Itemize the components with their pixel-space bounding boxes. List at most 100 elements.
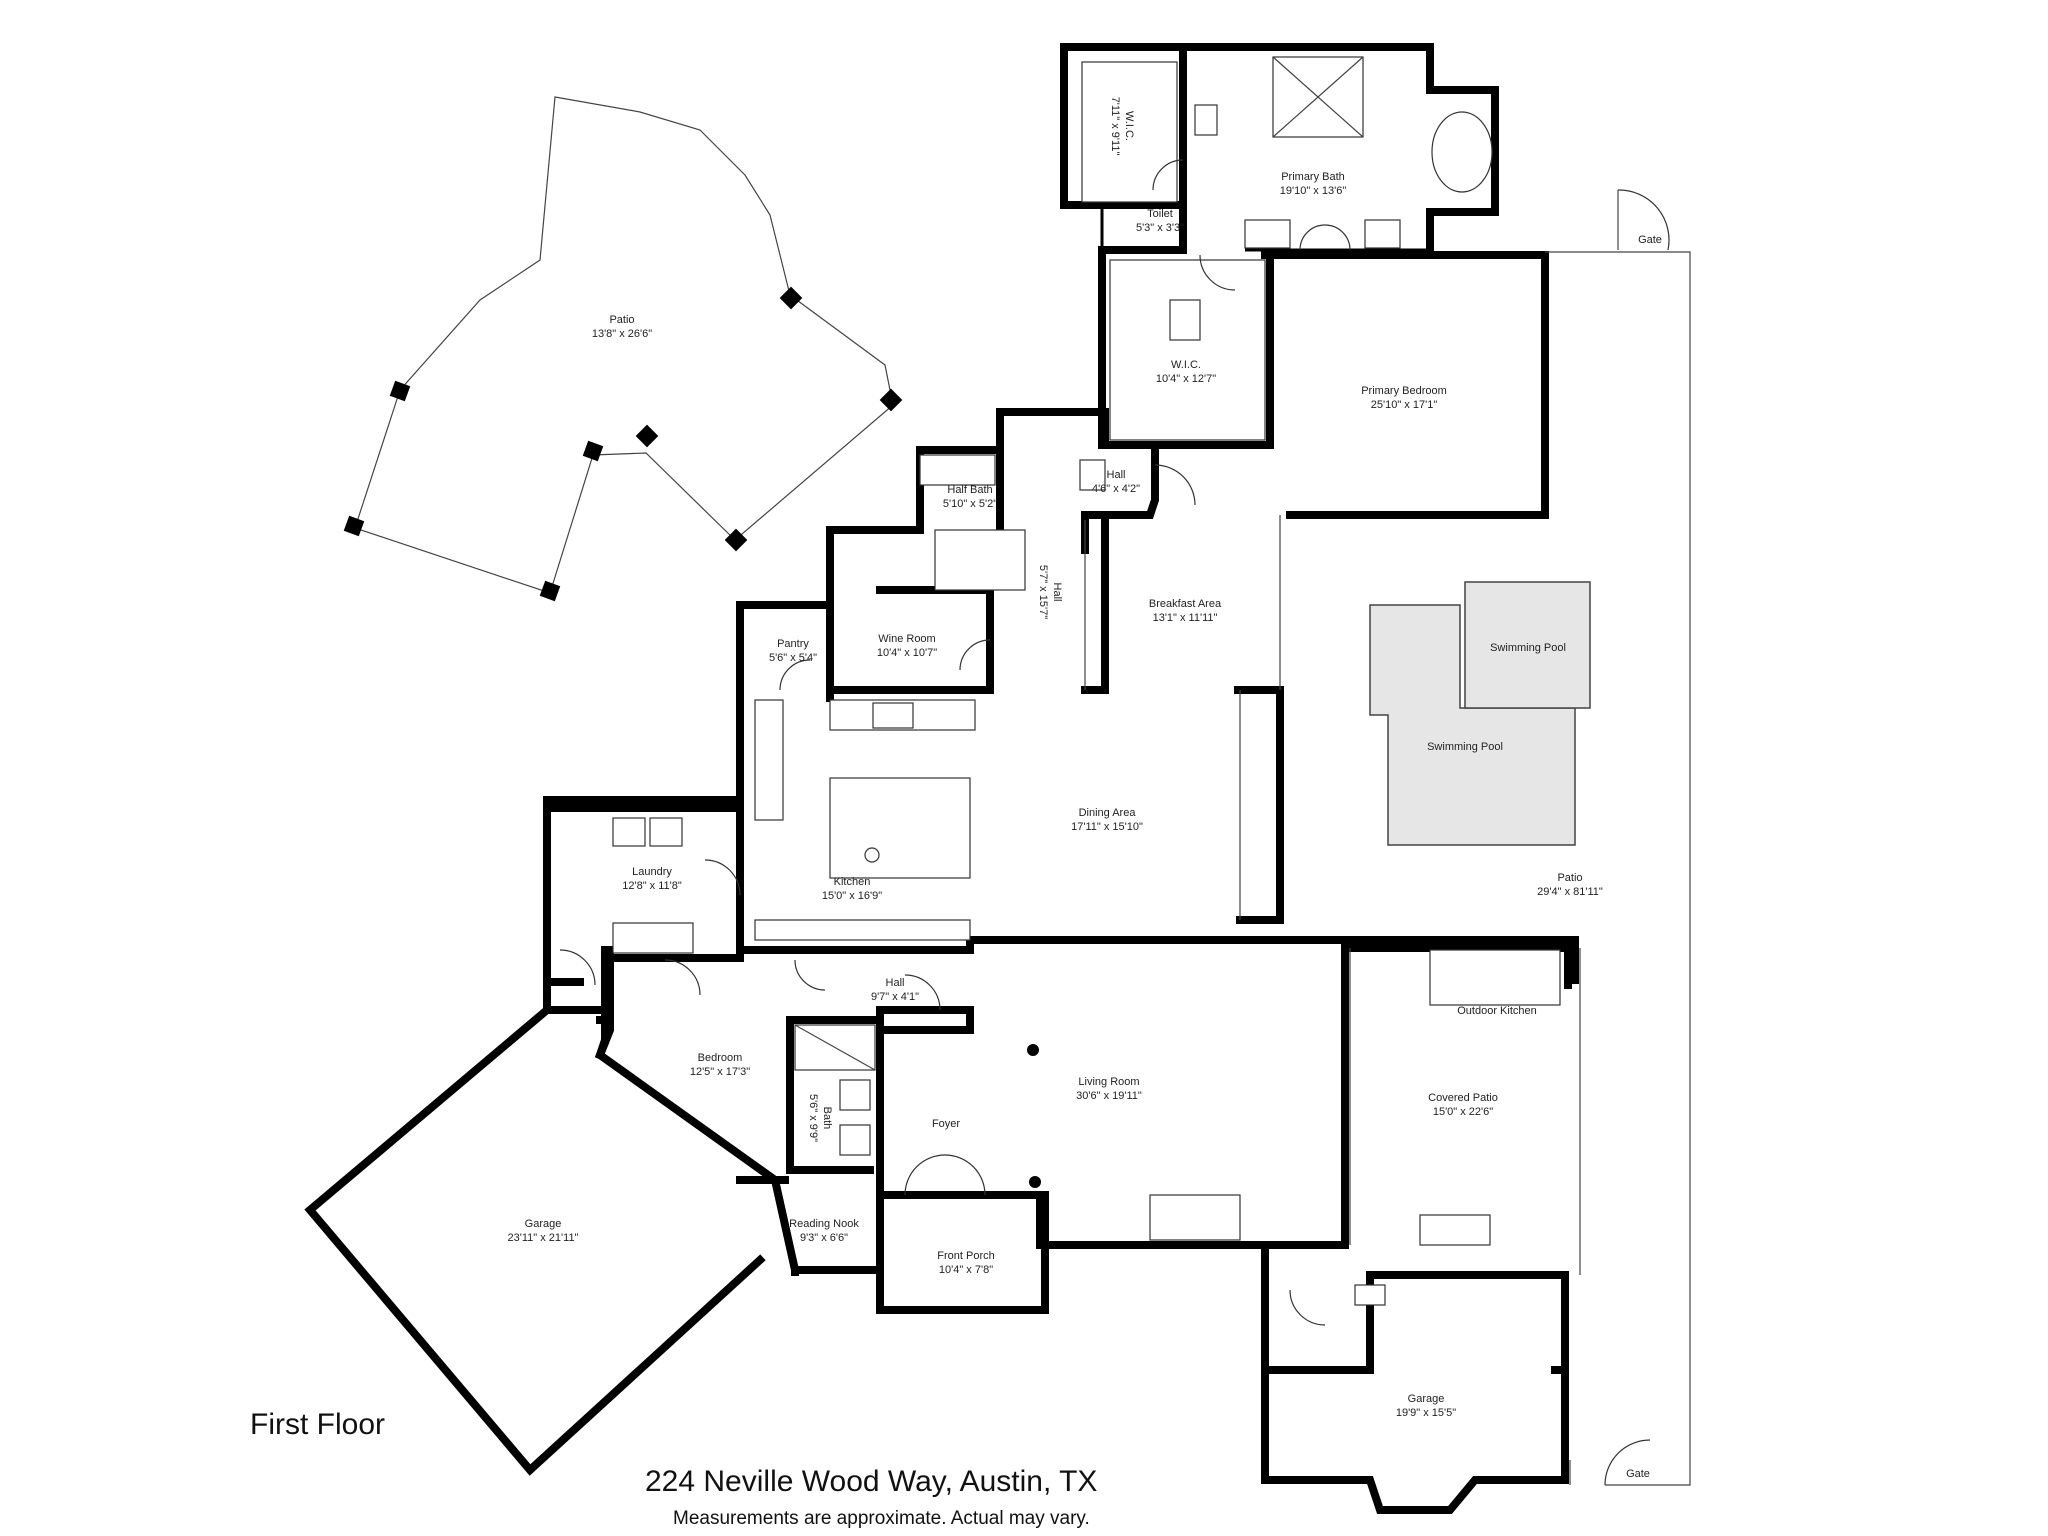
room-name: Outdoor Kitchen bbox=[1457, 1005, 1537, 1017]
room-dims: 13'1" x 11'11" bbox=[1152, 612, 1218, 624]
room-wic-top: W.I.C.7'11" x 9'11" bbox=[1108, 97, 1136, 156]
primary-bath-fixtures bbox=[1081, 56, 1493, 251]
room-dims: 17'11" x 15'10" bbox=[1071, 821, 1143, 833]
foyer-porch-walls bbox=[876, 1044, 1049, 1314]
gate-top bbox=[1617, 189, 1670, 251]
room-name: Half Bath bbox=[947, 484, 993, 496]
room-name: Gate bbox=[1638, 234, 1662, 246]
room-name: Bath bbox=[821, 1106, 833, 1130]
bedroom-walls bbox=[594, 954, 941, 1184]
room-name: Reading Nook bbox=[789, 1218, 859, 1230]
room-name: Front Porch bbox=[937, 1250, 995, 1262]
room-dims: 12'8" x 11'8" bbox=[622, 880, 682, 892]
room-dims: 9'3" x 6'6" bbox=[799, 1232, 849, 1244]
room-primary-bath: Primary Bath 19'10" x 13'6" bbox=[1280, 170, 1346, 198]
room-dims: 9'7" x 4'1" bbox=[870, 991, 920, 1003]
room-dims: 13'8" x 26'6" bbox=[591, 328, 653, 340]
room-foyer: Foyer bbox=[932, 1117, 960, 1131]
patio-east-outline bbox=[1349, 251, 1691, 1486]
room-name: Gate bbox=[1626, 1468, 1650, 1480]
room-name: Garage bbox=[524, 1218, 562, 1230]
room-name: Swimming Pool bbox=[1490, 642, 1566, 654]
patio-nw-outline bbox=[343, 96, 903, 602]
room-dims: 5'7" x 15'7" bbox=[1037, 564, 1049, 620]
room-patio-nw: Patio 13'8" x 26'6" bbox=[592, 313, 652, 341]
room-dims: 15'0" x 16'9" bbox=[821, 890, 883, 902]
room-dims: 15'0" x 22'6" bbox=[1432, 1106, 1494, 1118]
room-name: W.I.C. bbox=[1123, 111, 1135, 141]
room-dims: 29'4" x 81'11" bbox=[1537, 886, 1603, 898]
room-name: Patio bbox=[1557, 872, 1583, 884]
room-name: Pantry bbox=[777, 638, 809, 650]
room-dims: 10'4" x 7'8" bbox=[938, 1264, 994, 1276]
room-dims: 23'11" x 21'11" bbox=[507, 1232, 579, 1244]
gate-top-label: Gate bbox=[1638, 233, 1662, 247]
room-name: Patio bbox=[609, 314, 635, 326]
room-outdoor-kitchen: Outdoor Kitchen bbox=[1457, 1004, 1537, 1018]
room-name: Hall bbox=[1106, 469, 1126, 481]
living-walls bbox=[966, 936, 1579, 1514]
room-garage-right: Garage 19'9" x 15'5" bbox=[1396, 1392, 1456, 1420]
room-name: Hall bbox=[885, 977, 905, 989]
room-pantry: Pantry 5'6" x 5'4" bbox=[769, 637, 817, 665]
room-dims: 12'5" x 17'3" bbox=[689, 1066, 751, 1078]
room-hall-lower: Hall 9'7" x 4'1" bbox=[871, 976, 919, 1004]
room-name: Primary Bedroom bbox=[1361, 385, 1447, 397]
room-half-bath: Half Bath 5'10" x 5'2" bbox=[943, 483, 997, 511]
room-pool-large: Swimming Pool bbox=[1427, 740, 1503, 754]
room-dims: 5'10" x 5'2" bbox=[942, 498, 998, 510]
room-dining: Dining Area 17'11" x 15'10" bbox=[1071, 806, 1143, 834]
wic-mid-fixtures bbox=[1109, 254, 1266, 441]
room-laundry: Laundry 12'8" x 11'8" bbox=[622, 865, 682, 893]
room-dims: 4'6" x 4'2" bbox=[1091, 483, 1141, 495]
room-name: Breakfast Area bbox=[1148, 598, 1222, 610]
room-patio-east: Patio 29'4" x 81'11" bbox=[1537, 871, 1603, 899]
room-name: Covered Patio bbox=[1428, 1092, 1498, 1104]
room-dims: 30'6" x 19'11" bbox=[1076, 1090, 1142, 1102]
floor-label: First Floor bbox=[250, 1408, 385, 1441]
laundry-garage-walls bbox=[304, 804, 884, 1476]
room-front-porch: Front Porch 10'4" x 7'8" bbox=[937, 1249, 994, 1277]
gate-bottom-label: Gate bbox=[1626, 1467, 1650, 1481]
breakfast-walls bbox=[919, 454, 1281, 920]
room-name: Swimming Pool bbox=[1427, 741, 1503, 753]
room-toilet: Toilet 5'3" x 3'3" bbox=[1136, 207, 1184, 235]
room-dims: 7'11" x 9'11" bbox=[1109, 96, 1121, 156]
room-dims: 10'4" x 12'7" bbox=[1155, 373, 1217, 385]
disclaimer: Measurements are approximate. Actual may… bbox=[673, 1508, 1090, 1529]
room-pool-small: Swimming Pool bbox=[1490, 641, 1566, 655]
room-primary-bedroom: Primary Bedroom 25'10" x 17'1" bbox=[1361, 384, 1447, 412]
room-garage-left: Garage 23'11" x 21'11" bbox=[508, 1217, 579, 1245]
room-dims: 19'9" x 15'5" bbox=[1395, 1407, 1457, 1419]
room-dims: 5'6" x 5'4" bbox=[768, 652, 818, 664]
room-name: Primary Bath bbox=[1281, 171, 1345, 183]
room-kitchen: Kitchen 15'0" x 16'9" bbox=[822, 875, 882, 903]
address-title: 224 Neville Wood Way, Austin, TX bbox=[645, 1465, 1098, 1498]
room-name: W.I.C. bbox=[1171, 359, 1201, 371]
room-name: Garage bbox=[1407, 1393, 1445, 1405]
kitchen-fixtures bbox=[754, 639, 991, 941]
room-name: Wine Room bbox=[878, 633, 936, 645]
room-reading-nook: Reading Nook 9'3" x 6'6" bbox=[789, 1217, 859, 1245]
room-name: Dining Area bbox=[1078, 807, 1136, 819]
room-breakfast: Breakfast Area 13'1" x 11'11" bbox=[1149, 597, 1221, 625]
room-name: Foyer bbox=[931, 1118, 961, 1130]
room-hall-upper: Hall 4'6" x 4'2" bbox=[1092, 468, 1140, 496]
room-name: Toilet bbox=[1147, 208, 1173, 220]
room-name: Kitchen bbox=[833, 876, 871, 888]
room-dims: 25'10" x 17'1" bbox=[1370, 399, 1438, 411]
room-covered-patio: Covered Patio 15'0" x 22'6" bbox=[1428, 1091, 1498, 1119]
room-name: Laundry bbox=[632, 866, 672, 878]
room-dims: 5'3" x 3'3" bbox=[1135, 222, 1185, 234]
room-dims: 19'10" x 13'6" bbox=[1279, 185, 1347, 197]
room-dims: 5'6" x 9'9" bbox=[807, 1093, 819, 1143]
room-name: Hall bbox=[1051, 582, 1063, 602]
room-wic-mid: W.I.C. 10'4" x 12'7" bbox=[1156, 358, 1216, 386]
laundry-fixtures bbox=[559, 817, 741, 986]
